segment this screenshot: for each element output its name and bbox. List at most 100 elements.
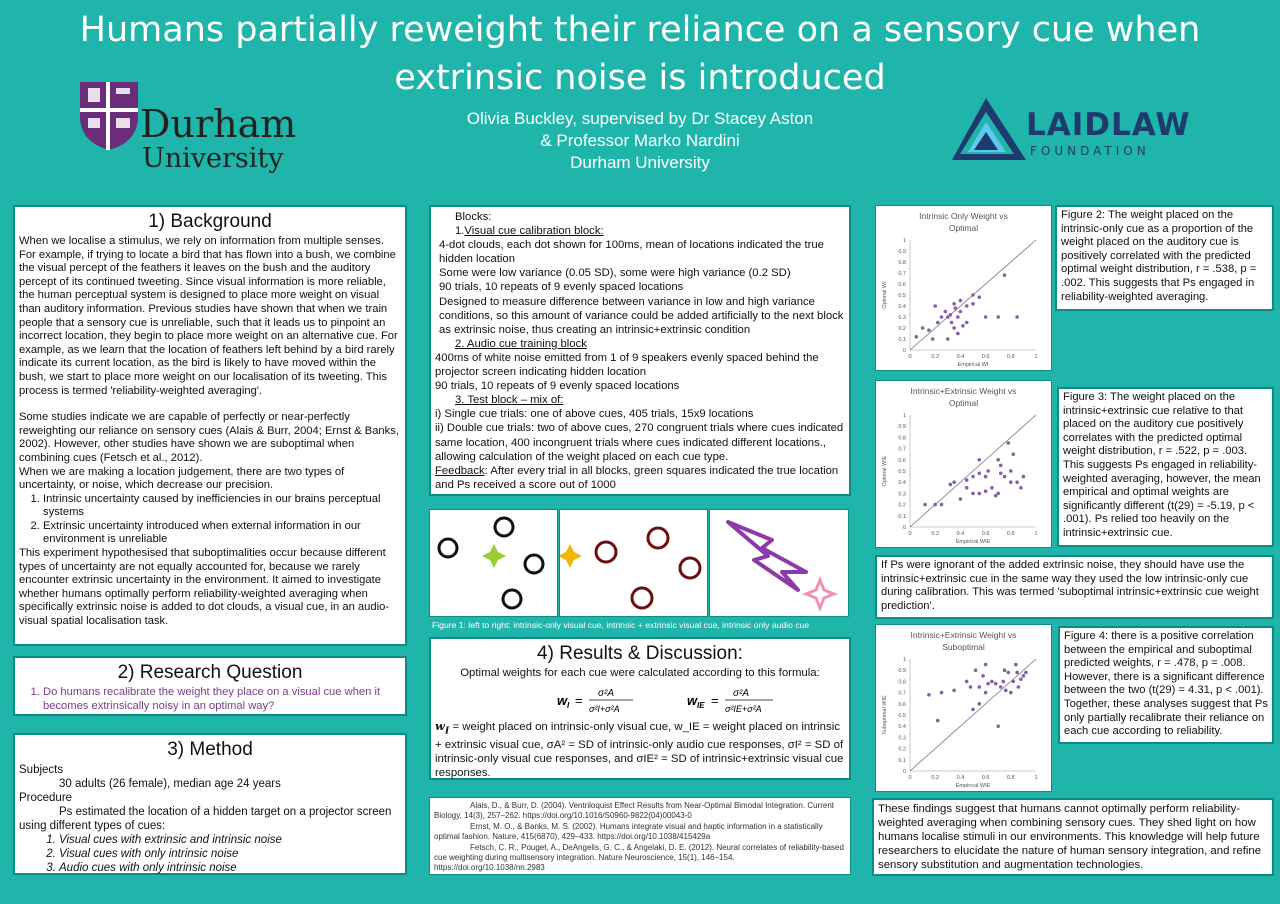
scatter-chart-3: Intrinsic+Extrinsic Weight vsSuboptimal0… xyxy=(882,630,1038,789)
data-point xyxy=(977,685,982,689)
y-tick-label: 0.2 xyxy=(898,747,906,753)
chart-title: Optimal xyxy=(949,398,978,408)
feedback-text: : After every trial in all blocks, green… xyxy=(435,464,839,491)
data-point xyxy=(946,315,950,319)
x-tick-label: 0.8 xyxy=(1007,354,1015,360)
data-point xyxy=(996,724,1000,728)
data-point xyxy=(1014,662,1018,667)
background-panel: 1) Background When we localise a stimulu… xyxy=(13,205,407,646)
authors: Olivia Buckley, supervised by Dr Stacey … xyxy=(430,108,850,174)
formula-definitions: wI = weight placed on intrinsic-only vis… xyxy=(435,718,844,779)
data-point xyxy=(948,482,953,487)
x-tick-label: 0.6 xyxy=(982,531,990,537)
y-tick-label: 0.1 xyxy=(898,758,906,764)
y-tick-label: 0.6 xyxy=(898,282,906,288)
data-point xyxy=(973,668,978,672)
y-tick-label: 0.5 xyxy=(898,469,906,475)
data-point xyxy=(981,674,985,678)
data-point xyxy=(952,688,956,693)
chart-title: Optimal xyxy=(949,223,978,233)
y-tick-label: 0.4 xyxy=(898,304,906,310)
research-question-panel: 2) Research Question Do humans recalibra… xyxy=(13,656,407,716)
list-item: Visual cues with only intrinsic noise xyxy=(59,847,401,861)
data-point xyxy=(993,493,998,498)
stimulus-intrinsic-only-visual xyxy=(429,509,558,617)
reference-item: Alais, D., & Burr, D. (2004). Ventriloqu… xyxy=(434,801,834,821)
x-tick-label: 1 xyxy=(1034,531,1037,537)
title-line-2: extrinsic noise is introduced xyxy=(394,58,886,98)
definitions-text: = weight placed on intrinsic-only visual… xyxy=(435,720,844,779)
data-point xyxy=(1019,677,1023,681)
data-point xyxy=(1021,674,1026,678)
method-panel: 3) Method Subjects 30 adults (26 female)… xyxy=(13,733,407,875)
dot-cloud-noisy-icon xyxy=(558,526,702,610)
data-point xyxy=(956,331,960,336)
data-point xyxy=(990,486,994,490)
research-question-item: Do humans recalibrate the weight they pl… xyxy=(43,686,401,713)
figure-3-caption: Figure 3: The weight placed on the intri… xyxy=(1057,387,1274,547)
data-point xyxy=(983,489,988,493)
list-item: Intrinsic uncertainty caused by ineffici… xyxy=(43,493,401,520)
data-point xyxy=(996,458,1000,462)
method-body: Subjects 30 adults (26 female), median a… xyxy=(19,763,401,875)
data-point xyxy=(971,707,975,712)
formula-graphic: w I = σ²A σ²I+σ²A w IE = σ²A σ²IE+σ²A xyxy=(557,688,773,714)
dot-cloud-icon xyxy=(437,516,545,610)
data-point xyxy=(949,320,954,325)
data-point xyxy=(971,491,975,496)
x-axis-label: Empirical WI xyxy=(958,362,989,368)
block-1-line: Designed to measure difference between v… xyxy=(439,295,844,336)
data-point xyxy=(998,471,1003,476)
data-point xyxy=(1006,670,1011,675)
data-point xyxy=(1015,670,1019,675)
durham-wordmark: Durham xyxy=(140,102,297,146)
y-tick-label: 0.2 xyxy=(898,503,906,509)
x-axis-label: Empirical WIE xyxy=(956,539,991,545)
data-point xyxy=(977,491,982,496)
data-point xyxy=(964,478,969,482)
chart-title: Intrinsic+Extrinsic Weight vs xyxy=(911,386,1017,396)
results-panel: 4) Results & Discussion: Optimal weights… xyxy=(429,637,851,780)
data-point xyxy=(986,469,990,473)
y-tick-label: 0.1 xyxy=(898,514,906,520)
speaker-lightning-icon xyxy=(726,520,839,613)
data-point xyxy=(977,458,982,462)
data-point xyxy=(933,304,937,308)
background-para-1: When we localise a stimulus, we rely on … xyxy=(19,235,398,397)
y-tick-label: 0.3 xyxy=(898,491,906,497)
y-tick-label: 0.6 xyxy=(898,702,906,708)
data-point xyxy=(971,302,975,306)
cue-list: Visual cues with extrinsic and intrinsic… xyxy=(19,833,401,875)
y-tick-label: 0.4 xyxy=(898,724,906,730)
reference-item: Ernst, M. O., & Banks, M. S. (2002). Hum… xyxy=(434,821,823,842)
data-point xyxy=(952,302,956,306)
y-tick-label: 0.1 xyxy=(898,337,906,343)
y-tick-label: 0 xyxy=(903,348,906,354)
data-point xyxy=(1011,679,1016,684)
y-tick-label: 0.5 xyxy=(898,713,906,719)
uncertainty-list: Intrinsic uncertainty caused by ineffici… xyxy=(19,493,401,547)
block-2-line: 90 trials, 10 repeats of 9 evenly spaced… xyxy=(435,380,680,393)
suboptimal-note: If Ps were ignorant of the added extrins… xyxy=(875,555,1274,619)
x-tick-label: 0.4 xyxy=(957,354,965,360)
y-tick-label: 0.8 xyxy=(898,679,906,685)
data-point xyxy=(971,474,975,479)
data-point xyxy=(993,681,998,686)
data-point xyxy=(935,718,940,723)
y-axis-label: Optimal WIE xyxy=(882,455,888,486)
results-intro: Optimal weights for each cue were calcul… xyxy=(460,667,820,679)
subjects-label: Subjects xyxy=(19,764,64,776)
x-tick-label: 0 xyxy=(908,354,911,360)
procedure-text: Ps estimated the location of a hidden ta… xyxy=(19,806,392,832)
authors-line-3: Durham University xyxy=(570,153,710,172)
data-point xyxy=(930,337,935,341)
figure-1-caption: Figure 1: left to right: intrinsic-only … xyxy=(432,620,810,630)
block-2-title: 2. Audio cue training block xyxy=(455,337,587,350)
x-tick-label: 0.6 xyxy=(982,354,990,360)
title-line-1: Humans partially reweight their reliance… xyxy=(79,10,1201,50)
y-tick-label: 0 xyxy=(903,769,906,775)
